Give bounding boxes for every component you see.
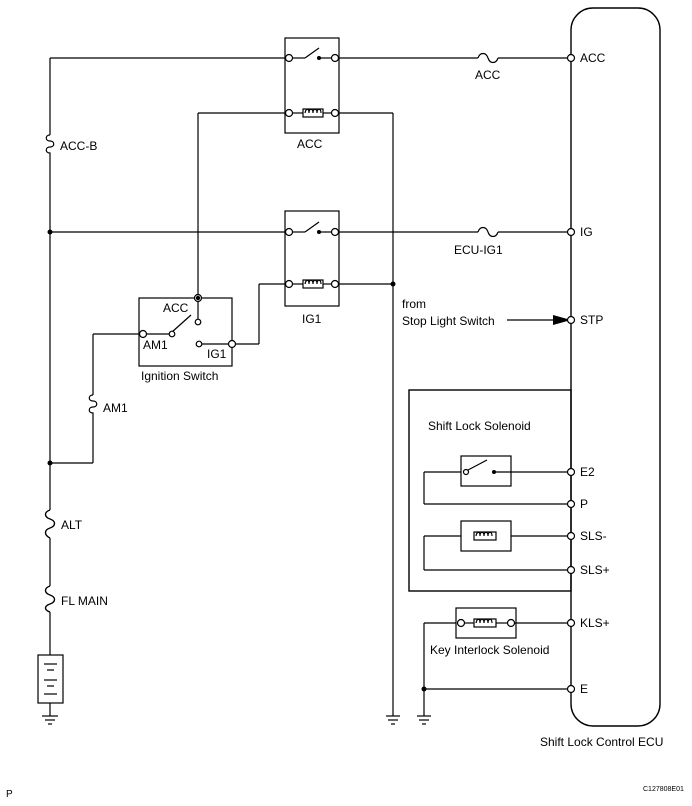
shift-lock-control-ecu [570,7,661,727]
stp-arrow [507,315,571,325]
kls-plus-pin-label: KLS+ [580,616,610,630]
acc-relay-label: ACC [297,137,323,151]
shift-lock-solenoid-coil [423,520,571,571]
sls-plus-pin-label: SLS+ [580,563,610,577]
ig-pin-label: IG [580,225,593,239]
acc-relay [284,37,340,134]
shift-lock-solenoid-label: Shift Lock Solenoid [428,419,531,433]
ground-icon [417,715,431,725]
ground-icon [386,715,400,725]
ig-line [47,226,571,238]
ig1-relay-label: IG1 [302,312,322,326]
battery-icon [37,654,64,725]
ecu-label: Shift Lock Control ECU [540,735,663,749]
figure-code: C127808E01 [643,786,684,793]
acc-line [50,52,571,64]
ignition-switch-label: Ignition Switch [141,369,218,383]
switch-ig1-label: IG1 [207,347,227,361]
stop-light-switch-label: Stop Light Switch [402,314,495,328]
acc-pin-label: ACC [580,51,606,65]
fl-main-fuse-label: FL MAIN [61,594,108,608]
key-interlock-solenoid [423,607,571,716]
stp-pin-label: STP [580,313,603,327]
sls-minus-pin-label: SLS- [580,529,607,543]
ig1-relay [284,210,340,307]
page-letter: P [6,789,13,800]
ignition-switch [138,293,237,367]
shift-lock-solenoid-box [408,389,572,592]
am1-fuse-label: AM1 [103,401,128,415]
p-pin-label: P [580,497,588,511]
e2-pin-label: E2 [580,465,595,479]
acc-fuse-label: ACC [475,68,501,82]
e-pin-label: E [580,682,588,696]
acc-b-fuse-icon [45,134,55,158]
shift-lock-switch [423,455,571,505]
switch-am1-label: AM1 [143,338,168,352]
alt-fusible-link-icon [44,509,56,539]
from-label: from [402,297,426,311]
acc-b-label: ACC-B [60,139,97,153]
key-interlock-solenoid-label: Key Interlock Solenoid [430,643,549,657]
ecu-ig1-fuse-label: ECU-IG1 [454,243,503,257]
alt-fuse-label: ALT [61,518,83,532]
am1-fuse-icon [88,394,98,418]
fl-main-fusible-link-icon [44,585,56,613]
ecu-terminals [566,53,576,694]
switch-acc-label: ACC [163,301,189,315]
